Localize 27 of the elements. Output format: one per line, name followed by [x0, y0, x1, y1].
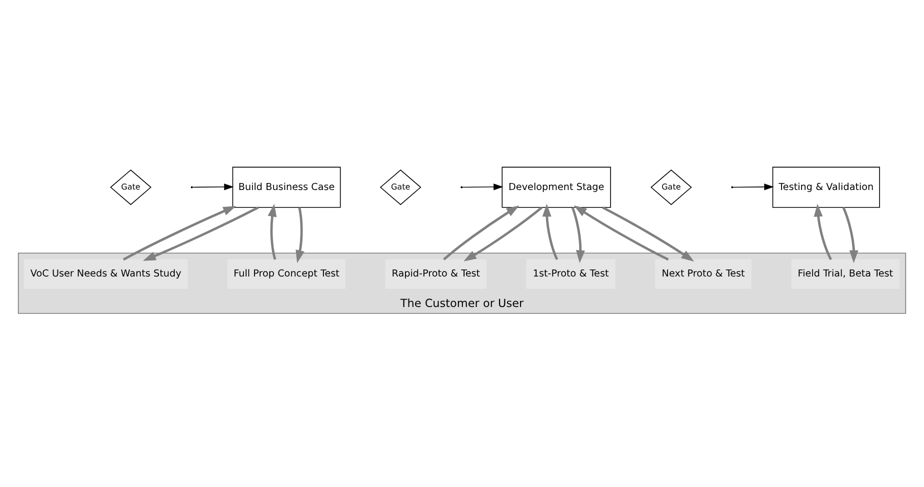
arrow	[732, 184, 774, 190]
node-box: Rapid-Proto & Test	[385, 259, 486, 289]
node-box: Testing & Validation	[772, 166, 880, 208]
arrow	[462, 184, 504, 190]
node-diamond: Gate	[110, 170, 152, 206]
arrow	[574, 205, 669, 261]
arrow	[464, 206, 543, 262]
node-box: VoC User Needs & Wants Study	[24, 259, 188, 289]
arrow	[443, 205, 520, 260]
node-diamond: Gate	[380, 170, 422, 206]
arrow	[142, 206, 259, 261]
arrow	[268, 204, 277, 260]
node-box: Next Proto & Test	[655, 259, 752, 289]
node-box: Field Trial, Beta Test	[791, 259, 900, 289]
arrow	[814, 204, 832, 260]
node-box: Build Business Case	[232, 166, 341, 208]
arrow	[122, 206, 236, 261]
arrow	[296, 207, 304, 264]
node-box: Full Prop Concept Test	[228, 259, 346, 289]
node-diamond: Gate	[650, 170, 692, 206]
arrow	[571, 207, 585, 264]
arrow	[192, 184, 234, 190]
arrow	[542, 204, 558, 260]
arrow	[842, 206, 858, 264]
node-box: 1st-Proto & Test	[526, 259, 616, 289]
arrow	[602, 206, 694, 262]
node-box: Development Stage	[502, 166, 611, 208]
